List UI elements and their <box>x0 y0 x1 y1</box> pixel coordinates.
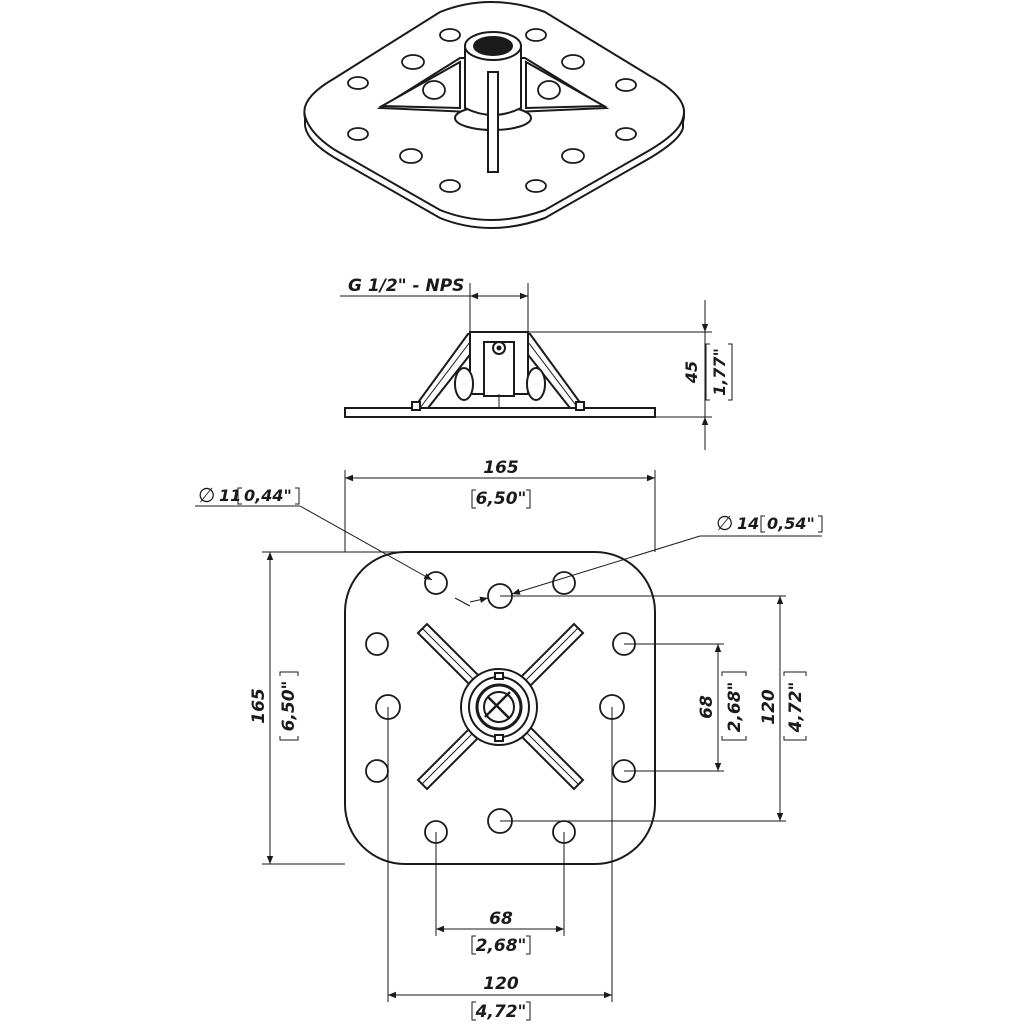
top-height-in: 6,50" <box>279 681 299 732</box>
top-width-mm: 165 <box>483 458 519 478</box>
side-view <box>344 331 656 418</box>
inner-h-in: 2,68" <box>476 936 527 956</box>
thread-label: G 1/2" - NPS <box>348 276 464 296</box>
dimension-labels: G 1/2" - NPS 45 1,77" 165 6,50" 165 6,50… <box>198 276 815 1022</box>
diameter-large-symbol: ∅ <box>716 511 733 535</box>
outer-h-in: 4,72" <box>475 1002 527 1022</box>
inner-v-mm: 68 <box>697 695 717 719</box>
inner-v-in: 2,68" <box>725 682 745 733</box>
outer-v-in: 4,72" <box>786 682 806 734</box>
top-width-in: 6,50" <box>476 489 527 509</box>
diameter-small-mm: 11 <box>219 486 241 505</box>
outer-h-mm: 120 <box>483 974 519 994</box>
diameter-large-mm: 14 <box>737 514 759 533</box>
inner-h-mm: 68 <box>489 909 513 929</box>
isometric-view <box>303 1 686 229</box>
top-view-dimensions <box>195 470 823 1021</box>
side-height-mm: 45 <box>682 361 701 384</box>
top-height-mm: 165 <box>249 688 269 724</box>
diameter-small-symbol: ∅ <box>198 483 215 507</box>
side-height-in: 1,77" <box>710 348 729 396</box>
diameter-large-in: 0,54" <box>767 514 815 533</box>
outer-v-mm: 120 <box>759 689 779 725</box>
top-view <box>344 551 656 865</box>
side-view-dimensions <box>340 283 733 450</box>
isometric-holes <box>347 28 637 193</box>
diameter-small-in: 0,44" <box>244 486 292 505</box>
